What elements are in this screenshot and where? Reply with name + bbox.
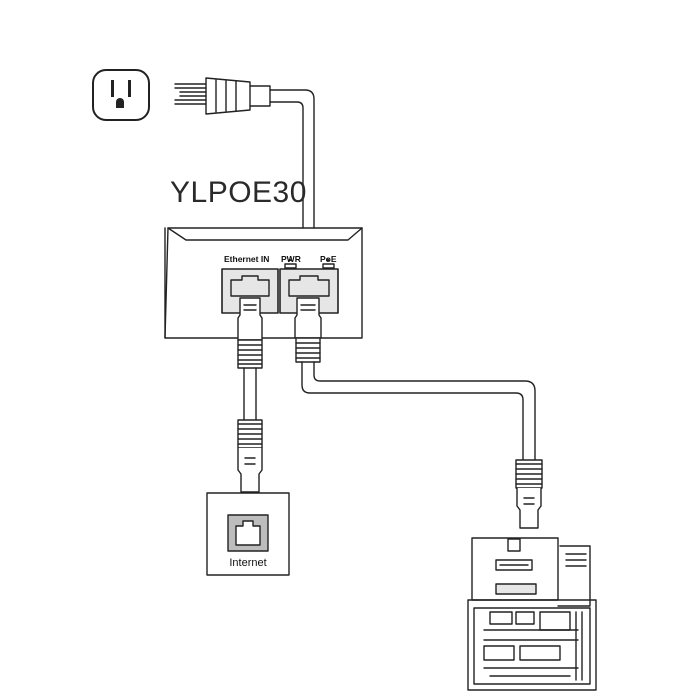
rj45-connector-icon [237,419,263,493]
ethernet-in-label: Ethernet IN [224,254,270,264]
rj45-connector-icon [515,459,543,529]
wall-jack [206,492,290,576]
phone-cable [301,361,536,461]
pwr-led-indicator [284,263,297,269]
rj45-connector-icon [294,297,322,363]
device-model-label: YLPOE30 [170,176,307,209]
power-cable [269,89,315,229]
internet-cable [243,367,257,421]
poe-injector [164,227,363,339]
rj45-connector-icon [237,297,263,369]
internet-label: Internet [229,557,267,569]
power-plug-icon [174,77,271,115]
poe-label: PoE [320,254,337,264]
poe-led-indicator [322,263,335,269]
ip-phone-icon [467,537,597,691]
outlet-icon [92,69,150,121]
pwr-label: PWR [281,254,301,264]
